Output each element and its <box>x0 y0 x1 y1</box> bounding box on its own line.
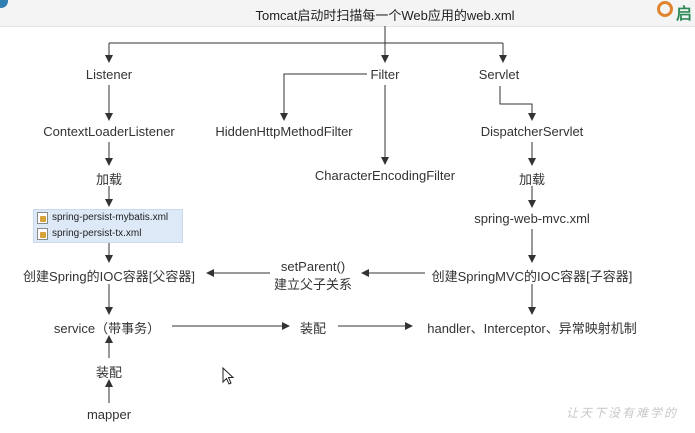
watermark: 让天下没有难学的 <box>566 406 679 420</box>
set-parent-label: setParent() <box>280 259 346 274</box>
file-name: spring-persist-tx.xml <box>52 228 142 239</box>
file-name: spring-persist-mybatis.xml <box>52 212 169 223</box>
assemble-label-bottom: 装配 <box>95 365 123 380</box>
dispatcher-servlet-node: DispatcherServlet <box>480 124 584 139</box>
file-item[interactable]: spring-persist-tx.xml <box>34 226 182 242</box>
load-label-left: 加载 <box>95 172 123 187</box>
context-loader-listener-node: ContextLoaderListener <box>43 124 175 139</box>
listener-node: Listener <box>85 67 133 82</box>
title-bar: Tomcat启动时扫描每一个Web应用的web.xml <box>0 0 695 27</box>
character-encoding-filter-node: CharacterEncodingFilter <box>314 168 456 183</box>
logo-circle-icon <box>657 1 673 17</box>
parent-container-node: 创建Spring的IOC容器[父容器] <box>23 269 195 284</box>
config-file-list: spring-persist-mybatis.xml spring-persis… <box>33 209 183 243</box>
xml-file-icon <box>37 212 48 224</box>
set-parent-desc: 建立父子关系 <box>273 277 353 292</box>
child-container-node: 创建SpringMVC的IOC容器[子容器] <box>431 269 633 284</box>
diagram-title: Tomcat启动时扫描每一个Web应用的web.xml <box>255 8 515 23</box>
handler-node: handler、Interceptor、异常映射机制 <box>427 321 637 336</box>
assemble-label-middle: 装配 <box>299 321 327 336</box>
file-item[interactable]: spring-persist-mybatis.xml <box>34 210 182 226</box>
logo-text: 启 <box>676 6 693 23</box>
load-label-right: 加载 <box>518 172 546 187</box>
servlet-node: Servlet <box>478 67 520 82</box>
xml-file-icon <box>37 228 48 240</box>
mapper-node: mapper <box>86 407 132 422</box>
service-node: service（带事务） <box>53 321 161 336</box>
filter-to-hidden <box>280 73 367 121</box>
filter-node: Filter <box>370 67 400 82</box>
hidden-http-method-filter-node: HiddenHttpMethodFilter <box>215 124 353 139</box>
spring-web-mvc-xml-node: spring-web-mvc.xml <box>474 211 590 226</box>
brand-logo: 启 <box>655 0 695 23</box>
mouse-cursor-icon <box>222 367 234 385</box>
servlet-to-dispatcher <box>499 86 536 121</box>
corner-dot-icon <box>0 0 8 8</box>
